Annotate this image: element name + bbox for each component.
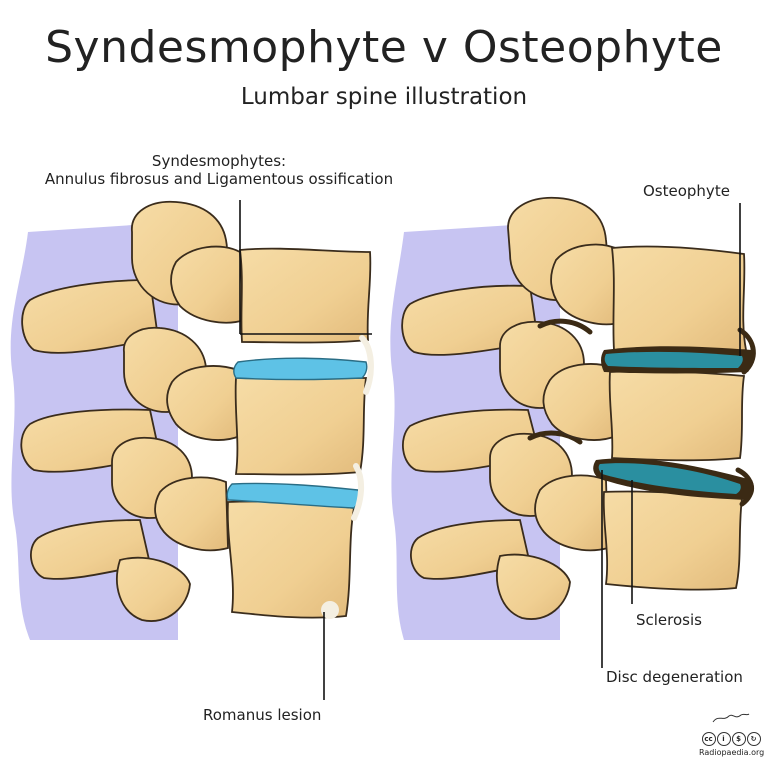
noncommercial-icon: $ [732,732,746,746]
left-vertebral-body-middle [236,377,366,474]
cc-license-icon: cc [702,732,716,746]
sclerosis-label: Sclerosis [636,611,702,629]
left-spine [11,200,372,700]
left-disc-healthy [234,358,367,379]
left-pedicle [167,366,240,440]
osteophyte-label: Osteophyte [643,182,730,200]
right-vertebral-body-lower [604,491,742,589]
attribution-icon: i [717,732,731,746]
credit-badge: cc i $ ↻ Radiopaedia.org [699,709,763,757]
left-vertebral-body-upper [240,249,370,343]
credit-site: Radiopaedia.org [699,748,763,757]
license-icons: cc i $ ↻ [699,732,763,746]
right-vertebral-body-middle [610,371,744,460]
syndesmophytes-label-line2: Annulus fibrosus and Ligamentous ossific… [34,170,404,188]
right-vertebral-body-upper [612,246,746,352]
romanus-lesion-label: Romanus lesion [203,706,321,724]
left-pedicle [171,247,244,323]
right-spine [390,198,754,668]
left-spinous-tail [117,558,190,621]
syndesmophytes-label-line1: Syndesmophytes: [34,152,404,170]
left-vertebral-body-lower [228,501,354,617]
disc-degeneration-label: Disc degeneration [606,668,743,686]
signature-icon [711,712,751,724]
syndesmophytes-label: Syndesmophytes: Annulus fibrosus and Lig… [34,152,404,188]
sharealike-icon: ↻ [747,732,761,746]
right-pedicle [551,245,622,325]
